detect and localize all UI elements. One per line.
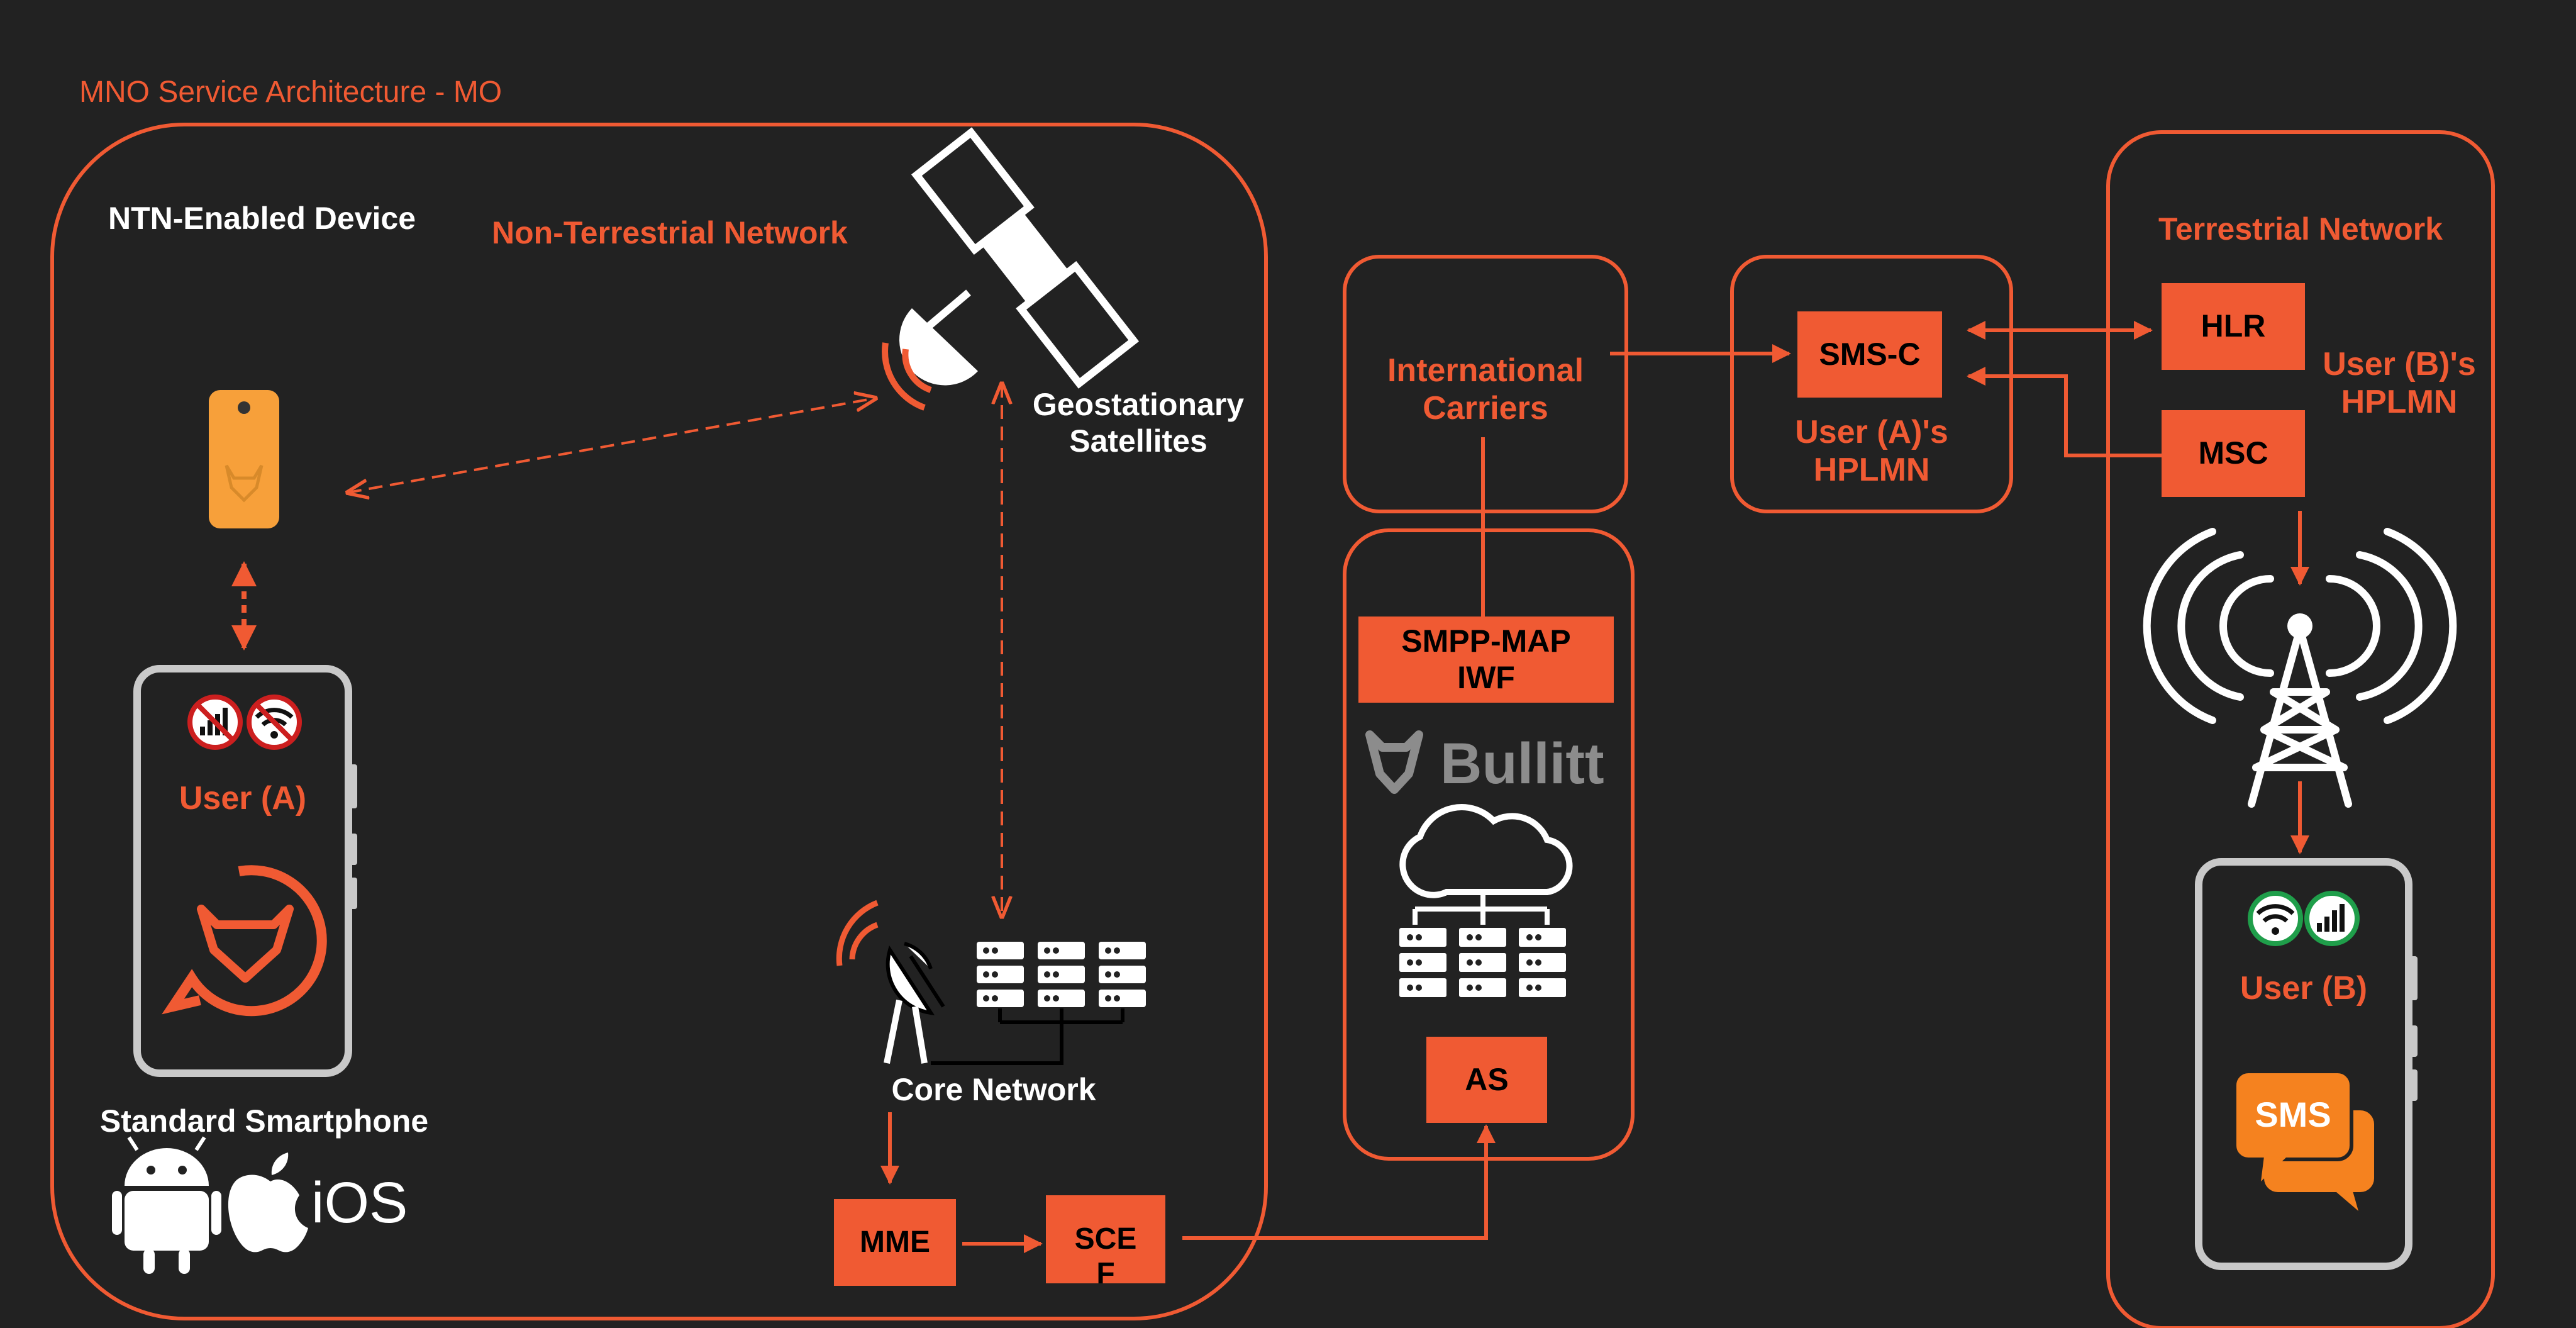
mme-box: MME xyxy=(834,1199,956,1286)
user-b-hplmn-label: User (B)'s HPLMN xyxy=(2323,346,2476,420)
sms-bubble-label: SMS xyxy=(2255,1095,2331,1134)
smartphone-icon xyxy=(133,665,357,1077)
cell-tower-icon xyxy=(2143,528,2457,808)
user-a-app-icon xyxy=(162,865,327,1017)
mno-container xyxy=(50,123,1268,1320)
signal-icon xyxy=(2304,891,2360,946)
user-a-hplmn-container xyxy=(1730,255,2013,513)
bullitt-logo-icon: Bullitt xyxy=(1365,730,1604,796)
sms-c-box: SMS-C xyxy=(1797,311,1942,398)
link-device-satellite xyxy=(348,398,875,493)
bullitt-logo-text: Bullitt xyxy=(1440,732,1604,796)
msc-box: MSC xyxy=(2162,410,2305,497)
server-rack-icon xyxy=(931,942,1146,1065)
hlr-box: HLR xyxy=(2162,283,2305,370)
terrestrial-network-container xyxy=(2106,130,2495,1328)
link-msc-smsc xyxy=(1967,367,2162,457)
satellite-dish-icon xyxy=(836,900,945,1064)
bullitt-container xyxy=(1343,528,1635,1161)
ios-label: iOS xyxy=(311,1171,408,1235)
satellite-icon xyxy=(882,127,1140,411)
scef-box: SCE F xyxy=(1046,1195,1165,1283)
terrestrial-network-label: Terrestrial Network xyxy=(2158,211,2443,247)
ntn-device-label: NTN-Enabled Device xyxy=(108,201,416,236)
apple-icon xyxy=(228,1152,308,1253)
international-carriers-container xyxy=(1343,255,1628,513)
non-terrestrial-network-label: Non-Terrestrial Network xyxy=(492,215,848,250)
sms-icon xyxy=(2233,1069,2374,1211)
smartphone-b-icon xyxy=(2195,858,2418,1270)
as-box: AS xyxy=(1426,1037,1547,1123)
user-a-hplmn-label: User (A)'s HPLMN xyxy=(1795,414,1948,488)
wifi-icon xyxy=(2248,891,2303,946)
no-wifi-icon xyxy=(247,695,302,750)
ntn-device-icon xyxy=(209,390,279,528)
smpp-map-iwf-box: SMPP-MAP IWF xyxy=(1358,617,1614,703)
user-a-label: User (A) xyxy=(179,780,307,817)
no-signal-icon xyxy=(187,695,243,750)
android-icon xyxy=(112,1136,221,1274)
standard-smartphone-label: Standard Smartphone xyxy=(99,1103,429,1139)
international-carriers-label: International Carriers xyxy=(1387,352,1584,427)
cloud-server-icon xyxy=(1399,804,1573,997)
diagram-title: MNO Service Architecture - MO xyxy=(79,75,502,109)
core-network-label: Core Network xyxy=(891,1072,1096,1107)
user-b-label: User (B) xyxy=(2240,970,2368,1007)
link-scef-as xyxy=(1182,1124,1496,1240)
geostationary-satellites-label: Geostationary Satellites xyxy=(1032,387,1245,459)
